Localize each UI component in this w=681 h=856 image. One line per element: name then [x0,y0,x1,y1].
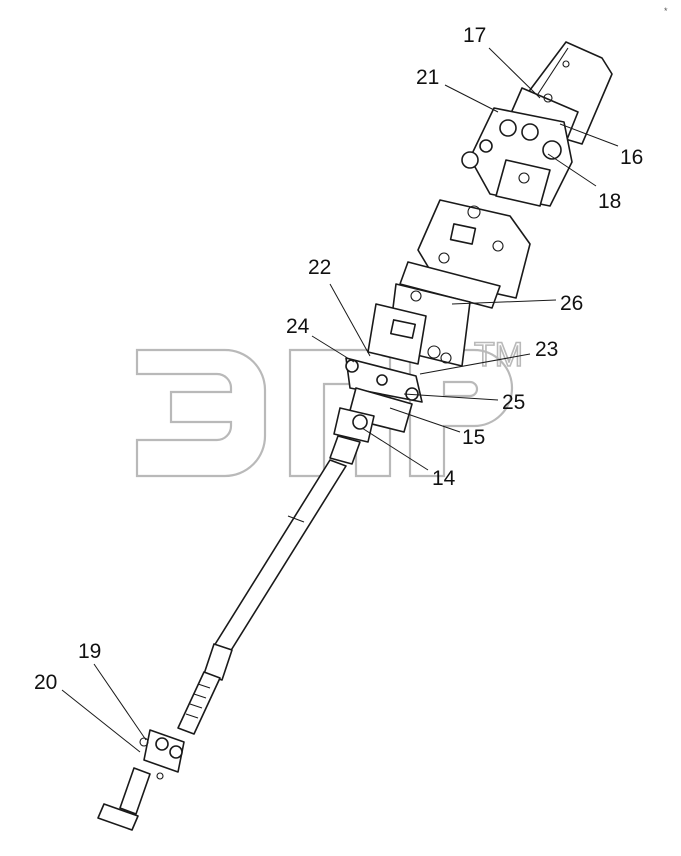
drive-shaft [177,459,347,735]
callout-23: 23 [535,338,558,361]
watermark-logo: TM [135,335,524,478]
upper-universal-joint [329,407,375,465]
lower-universal-joint [97,729,185,831]
callout-26: 26 [560,292,583,315]
callout-15: 15 [462,426,485,449]
callout-22: 22 [308,256,331,279]
pump-section-lower [367,283,471,367]
callout-25: 25 [502,391,525,414]
callout-14: 14 [432,467,456,490]
leader-lines [61,47,619,753]
callout-24: 24 [286,315,310,338]
callout-16: 16 [620,146,643,169]
valve-block [461,107,573,207]
pump-section-upper [399,199,531,309]
callout-20: 20 [34,671,57,694]
callout-labels: 17 21 16 18 22 26 24 23 25 15 14 19 20 [34,24,643,694]
watermark-tm: TM [474,336,523,374]
corner-mark: * [664,6,668,16]
callout-21: 21 [416,66,439,89]
callout-18: 18 [598,190,621,213]
callout-19: 19 [78,640,101,663]
callout-17: 17 [463,24,486,47]
